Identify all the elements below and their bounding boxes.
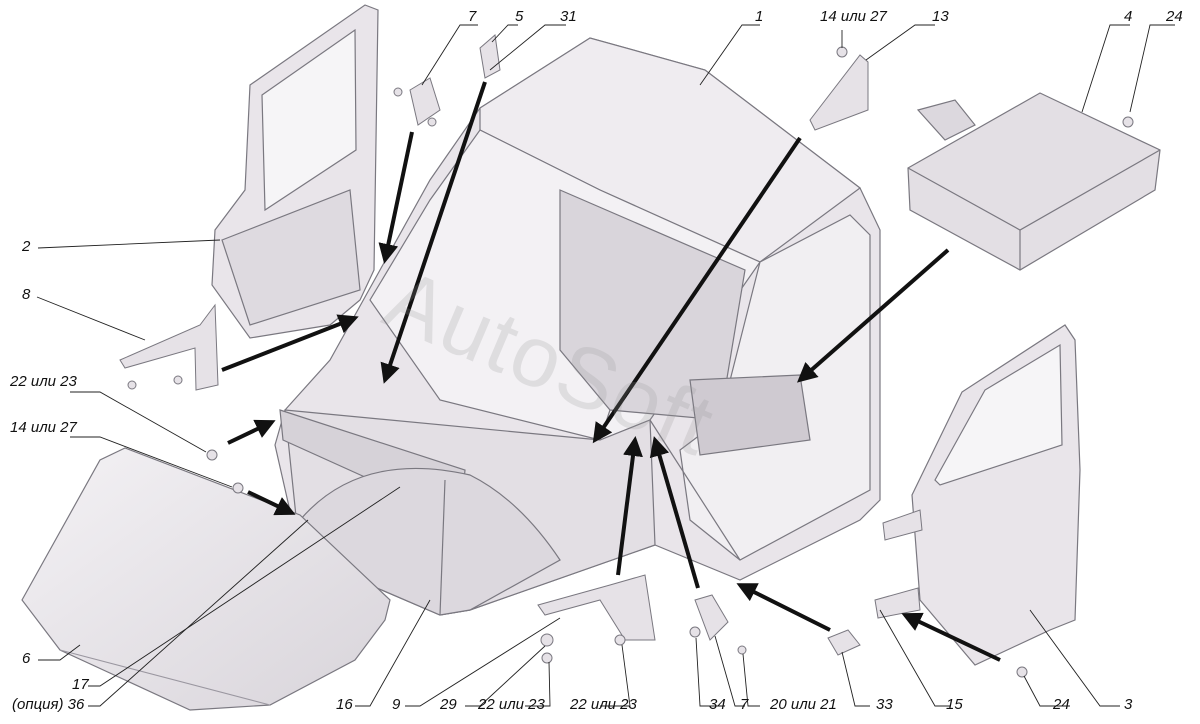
- label-14-or-27-left: 14 или 27: [10, 419, 77, 436]
- leader-4: [1081, 24, 1130, 113]
- hinge-upper-15: [882, 509, 923, 541]
- leader-9: [405, 617, 561, 707]
- label-15: 15: [946, 696, 963, 713]
- label-22-or-23-c: 22 или 23: [570, 696, 637, 713]
- leader-8: [36, 296, 146, 341]
- bolt-8b: [173, 375, 183, 385]
- arrow-bolt22-to-cab: [227, 419, 276, 445]
- washer-29: [540, 633, 554, 647]
- label-13: 13: [932, 8, 949, 25]
- label-29: 29: [440, 696, 457, 713]
- label-4: 4: [1124, 8, 1133, 25]
- leader-17: [88, 486, 401, 687]
- leader-16: [355, 599, 431, 707]
- label-22-or-23-b: 22 или 23: [478, 696, 545, 713]
- battery-box-part: [907, 92, 1161, 271]
- label-7-top: 7: [468, 8, 477, 25]
- label-5: 5: [515, 8, 524, 25]
- arrow-bracket9-up: [616, 436, 643, 576]
- bolt-14-left: [232, 482, 244, 494]
- bracket-13: [809, 54, 869, 131]
- bolt-14-top: [836, 46, 848, 58]
- left-door-part: [211, 4, 379, 339]
- washer-34: [689, 626, 701, 638]
- arrow-bracket7-up: [649, 436, 700, 589]
- label-8: 8: [22, 286, 31, 303]
- leader-5: [491, 24, 518, 43]
- arrow-bracket13-down: [592, 136, 802, 444]
- leader-6: [38, 644, 81, 661]
- leader-33: [841, 651, 870, 707]
- bracket-7-top: [409, 77, 441, 126]
- arrow-bolt14-to-cab: [247, 490, 296, 516]
- arrow-box-to-cab: [796, 248, 950, 383]
- leader-3: [1029, 609, 1120, 707]
- label-34: 34: [709, 696, 726, 713]
- label-2: 2: [22, 238, 31, 255]
- leader-2: [37, 239, 221, 249]
- leader-1: [699, 24, 760, 86]
- small-parts: [119, 34, 1134, 678]
- leader-24a: [1129, 24, 1175, 113]
- label-20-or-21: 20 или 21: [770, 696, 837, 713]
- bolt-22-b: [541, 652, 553, 664]
- label-36-option: (опция) 36: [12, 696, 85, 713]
- label-31: 31: [560, 8, 577, 25]
- bolt-24-top: [1122, 116, 1134, 128]
- leader-7b: [714, 635, 745, 707]
- label-9: 9: [392, 696, 401, 713]
- leader-22b: [525, 661, 551, 707]
- hinge-lower-15: [874, 587, 921, 619]
- leader-14b: [70, 436, 233, 488]
- label-6: 6: [22, 650, 31, 667]
- arrow-bracket7-down: [378, 131, 414, 264]
- bolt-22-c: [614, 634, 626, 646]
- bracket-8: [119, 303, 219, 391]
- leader-22c: [600, 644, 631, 707]
- leader-lines: [36, 24, 1175, 707]
- assembly-arrows: [221, 81, 1001, 662]
- label-24-bottom: 24: [1053, 696, 1070, 713]
- arrow-door-to-cab: [221, 314, 359, 372]
- leader-31: [489, 24, 566, 71]
- leader-15: [879, 609, 950, 707]
- label-33: 33: [876, 696, 893, 713]
- bolt-22-left: [206, 449, 218, 461]
- leader-13: [865, 24, 935, 61]
- bolt-8a: [127, 380, 137, 390]
- hood-part: [21, 447, 391, 711]
- label-1: 1: [755, 8, 764, 25]
- leader-7a: [421, 24, 478, 86]
- bracket-9: [537, 574, 656, 641]
- label-16: 16: [336, 696, 353, 713]
- leader-36: [88, 519, 309, 707]
- leader-22a: [70, 391, 207, 453]
- leader-20: [742, 653, 760, 707]
- arrow-bracket5-down: [380, 81, 487, 384]
- bolt-7b: [427, 117, 437, 127]
- right-door-part: [911, 324, 1081, 666]
- label-24-top: 24: [1166, 8, 1183, 25]
- bracket-7-bottom: [694, 594, 729, 641]
- cab-body-part: [274, 37, 881, 616]
- leader-24b: [1023, 675, 1070, 707]
- leader-34: [695, 637, 718, 707]
- stop-33: [827, 629, 861, 656]
- label-7-bottom: 7: [740, 696, 749, 713]
- bolt-7a: [393, 87, 403, 97]
- arrow-stop33-to-cab: [736, 583, 831, 632]
- bolt-24-bottom: [1016, 666, 1028, 678]
- leader-29: [465, 645, 546, 707]
- label-14-or-27-top: 14 или 27: [820, 8, 887, 25]
- label-3: 3: [1124, 696, 1133, 713]
- bolt-20: [737, 645, 747, 655]
- bracket-5: [479, 34, 501, 79]
- label-17: 17: [72, 676, 89, 693]
- label-22-or-23-left: 22 или 23: [10, 373, 77, 390]
- arrow-door-hinge: [901, 612, 1001, 662]
